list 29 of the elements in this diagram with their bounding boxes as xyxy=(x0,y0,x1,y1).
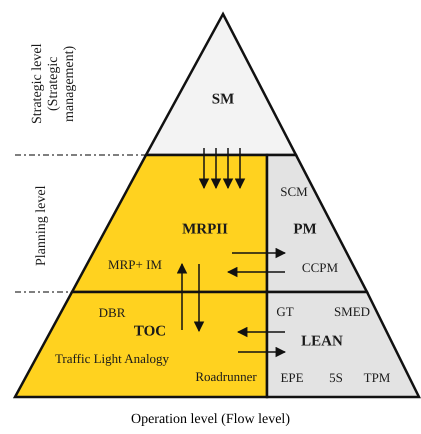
method-label: TOC xyxy=(134,324,166,340)
arrow xyxy=(194,264,204,332)
level-label: Operation level (Flow level) xyxy=(130,412,291,428)
method-label: GT xyxy=(276,304,294,320)
method-label: DBR xyxy=(98,305,126,321)
arrow xyxy=(232,248,286,258)
method-label: MRPII xyxy=(182,222,228,238)
arrow xyxy=(176,262,188,330)
method-label: EPE xyxy=(280,370,304,386)
arrow xyxy=(236,326,285,338)
arrow xyxy=(238,346,286,358)
method-label: CCPM xyxy=(302,260,338,276)
method-label: 5S xyxy=(329,370,343,386)
arrow xyxy=(226,266,285,278)
arrow xyxy=(198,148,210,190)
method-label: PM xyxy=(293,222,317,238)
arrow xyxy=(222,148,234,190)
method-label: MRP+ IM xyxy=(108,257,162,273)
abbreviation-label: SM xyxy=(212,92,234,108)
level-label: Planning level xyxy=(34,184,50,268)
level-label: Strategic level (Strategic management) xyxy=(30,42,78,126)
arrow xyxy=(234,148,246,190)
method-label: TPM xyxy=(364,370,390,386)
method-label: LEAN xyxy=(301,334,343,350)
method-label: SMED xyxy=(334,304,370,320)
arrow xyxy=(210,148,222,190)
method-label: Roadrunner xyxy=(195,369,257,385)
method-label: SCM xyxy=(280,184,308,200)
method-label: Traffic Light Analogy xyxy=(54,351,170,367)
